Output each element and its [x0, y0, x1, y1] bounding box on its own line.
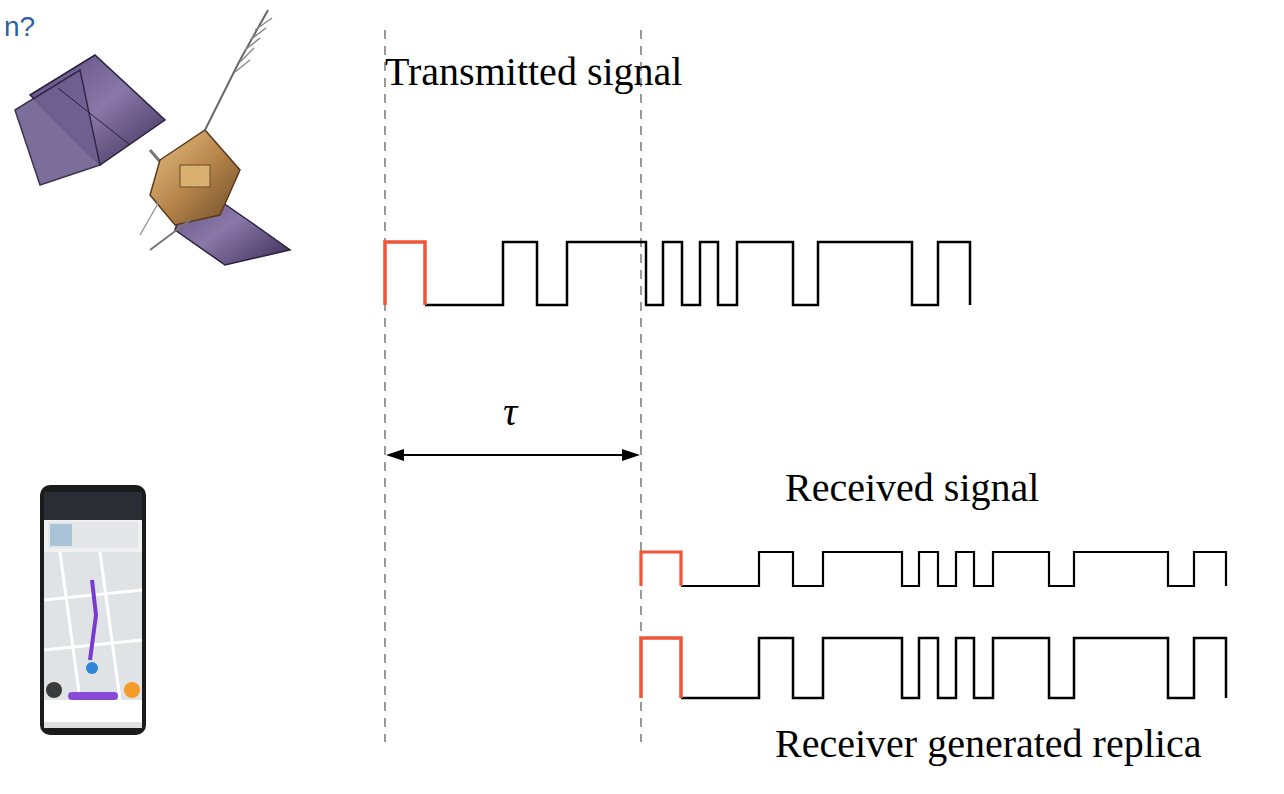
delay-arrow [386, 449, 640, 461]
first-chip [641, 638, 681, 698]
signal-name: Transmitted signal [385, 50, 682, 94]
first-chip [641, 552, 681, 586]
delay-symbol: τ [503, 390, 517, 434]
signal-name: Receiver generated replica [775, 722, 1201, 766]
satellite-illustration [15, 10, 290, 265]
cut-title: n? [4, 12, 35, 43]
code-waveform [681, 552, 1226, 586]
waveforms [385, 242, 1226, 698]
reference-line [384, 30, 386, 742]
code-waveform [681, 638, 1226, 698]
first-chip [385, 242, 425, 305]
phone-illustration [40, 485, 146, 735]
reference-line [640, 30, 642, 742]
code-waveform [425, 242, 970, 305]
signal-name: Received signal [785, 466, 1039, 510]
